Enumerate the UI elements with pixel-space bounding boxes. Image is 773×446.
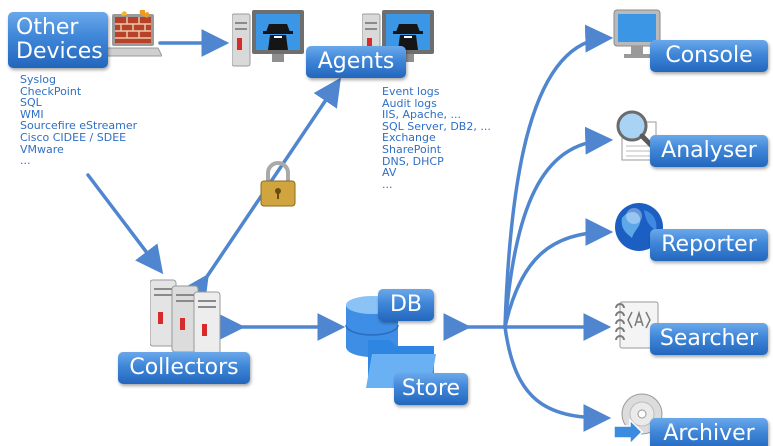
list-item: Sourcefire eStreamer xyxy=(20,119,138,133)
padlock-icon xyxy=(260,161,296,207)
arrow-to-archiver xyxy=(503,325,612,432)
list-item: Exchange xyxy=(382,131,436,145)
list-item: VMware xyxy=(20,142,64,156)
list-item: AV xyxy=(382,166,397,180)
arrow-to-reporter xyxy=(503,218,614,329)
collectors-label: Collectors xyxy=(118,352,250,384)
list-item: IIS, Apache, ... xyxy=(382,108,461,122)
agent-computer-icon xyxy=(232,10,304,67)
console-label: Console xyxy=(650,40,768,72)
store-label: Store xyxy=(394,373,468,405)
arrow-collectors-agents xyxy=(181,77,341,305)
list-item: SQL Server, DB2, ... xyxy=(382,119,491,133)
list-item: Event logs xyxy=(382,85,440,98)
searcher-label: Searcher xyxy=(650,323,768,355)
other-devices-line-1: Other xyxy=(16,14,79,40)
other-devices-line-2: Devices xyxy=(16,39,103,64)
list-item: Audit logs xyxy=(382,96,437,110)
monitor-icon xyxy=(613,9,661,58)
reporter-label: Reporter xyxy=(650,229,768,261)
arrow-to-console xyxy=(503,24,614,329)
archiver-label: Archiver xyxy=(650,418,768,446)
list-item: Syslog xyxy=(20,73,56,86)
notebook-icon xyxy=(615,301,659,349)
analyser-label: Analyser xyxy=(650,135,768,167)
list-item: WMI xyxy=(20,107,44,121)
other-devices-label: Other Devices xyxy=(8,12,108,68)
arrow-to-analyser xyxy=(503,126,614,329)
firewall-laptop-icon xyxy=(100,10,162,57)
list-item: Cisco CIDEE / SDEE xyxy=(20,130,127,144)
collector-servers-icon xyxy=(150,279,221,359)
list-item: SharePoint xyxy=(382,142,442,156)
list-item: DNS, DHCP xyxy=(382,154,444,168)
arrow-devices-to-collectors xyxy=(86,173,164,275)
list-item: ... xyxy=(20,154,31,168)
list-item: SQL xyxy=(20,96,42,110)
list-item: ... xyxy=(382,177,393,191)
db-label: DB xyxy=(378,289,434,321)
device-sources-list: Syslog CheckPoint SQL WMI Sourcefire eSt… xyxy=(20,74,137,167)
list-item: CheckPoint xyxy=(20,84,82,98)
agents-label: Agents xyxy=(306,46,406,78)
agent-sources-list: Event logs Audit logs IIS, Apache, ... S… xyxy=(382,86,491,190)
